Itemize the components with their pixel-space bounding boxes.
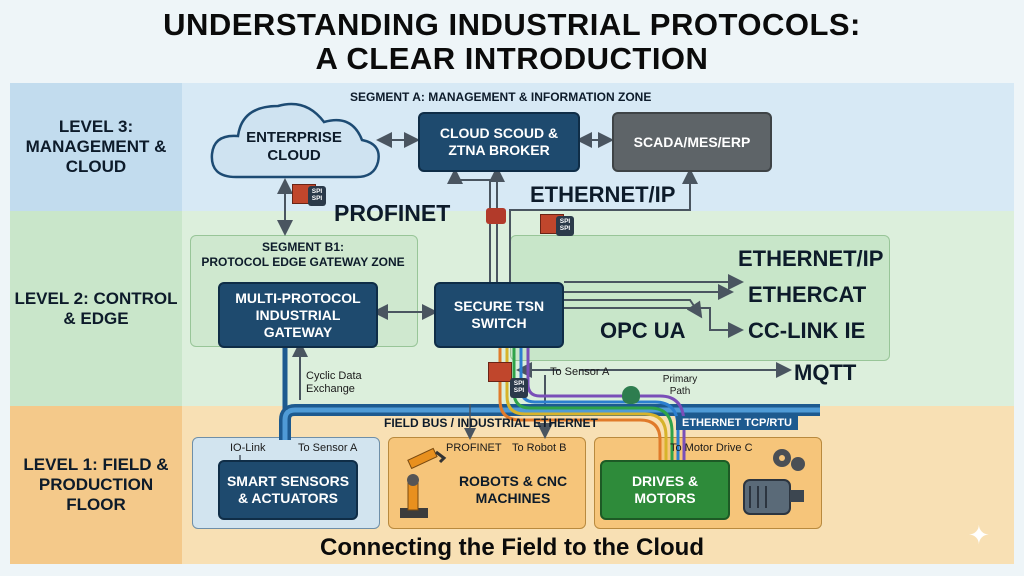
cloud-ztna-broker[interactable]: CLOUD SCOUD & ZTNA BROKER <box>418 112 580 172</box>
level-1-label: LEVEL 1: FIELD & PRODUCTION FLOOR <box>10 406 182 564</box>
secure-tsn-switch[interactable]: SECURE TSN SWITCH <box>434 282 564 348</box>
level-2-label: LEVEL 2: CONTROL & EDGE <box>10 211 182 406</box>
motor-gear-icon <box>743 449 805 515</box>
scada-mes-erp[interactable]: SCADA/MES/ERP <box>612 112 772 172</box>
cc-link-label: CC-LINK IE <box>748 318 866 343</box>
field-bus-label: FIELD BUS / INDUSTRIAL ETHERNET <box>384 416 598 430</box>
profinet-label: PROFINET <box>334 200 451 226</box>
cloud-icon <box>210 102 380 179</box>
segment-b1-line1: SEGMENT B1: <box>261 240 344 254</box>
profinet-small-label: PROFINET <box>446 442 502 454</box>
smart-sensors-actuators[interactable]: SMART SENSORS & ACTUATORS <box>218 460 358 520</box>
opc-ua-label: OPC UA <box>600 318 686 343</box>
segment-b1-label: SEGMENT B1: PROTOCOL EDGE GATEWAY ZONE <box>190 240 416 270</box>
primary-path-label: Primary Path <box>662 374 698 397</box>
segment-a-label: SEGMENT A: MANAGEMENT & INFORMATION ZONE <box>350 90 652 104</box>
robots-cnc-machines[interactable]: ROBOTS & CNC MACHINES <box>458 473 568 506</box>
title-line-1: UNDERSTANDING INDUSTRIAL PROTOCOLS: <box>163 7 861 42</box>
enterprise-cloud[interactable]: ENTERPRISE CLOUD <box>246 129 342 164</box>
ethercat-label: ETHERCAT <box>748 282 867 307</box>
to-sensor-a-mid-label: To Sensor A <box>550 366 610 378</box>
eye-icon <box>486 208 506 224</box>
multi-protocol-gateway[interactable]: MULTI-PROTOCOL INDUSTRIAL GATEWAY <box>218 282 378 348</box>
footer-caption: Connecting the Field to the Cloud <box>320 534 704 561</box>
protocol-zone <box>510 235 890 361</box>
drives-motors[interactable]: DRIVES & MOTORS <box>600 460 730 520</box>
ethernet-ip-label: ETHERNET/IP <box>738 246 884 271</box>
firewall-icon <box>488 362 512 382</box>
cyclic-data-label: Cyclic Data Exchange <box>306 370 362 395</box>
mqtt-label: MQTT <box>794 360 857 385</box>
to-sensor-a-label: To Sensor A <box>298 442 358 454</box>
ethernet-tcp-label: ETHERNET TCP/RTU <box>676 416 798 430</box>
level-3-label: LEVEL 3: MANAGEMENT & CLOUD <box>10 83 182 211</box>
ethernet-ip-top-label: ETHERNET/IP <box>530 182 676 207</box>
io-link-label: IO-Link <box>230 442 266 454</box>
title-line-2: A CLEAR INTRODUCTION <box>315 41 709 76</box>
shield-icon <box>622 386 640 404</box>
robot-arm-icon <box>400 447 447 518</box>
to-motor-c-label: To Motor Drive C <box>670 442 753 454</box>
segment-b1-line2: PROTOCOL EDGE GATEWAY ZONE <box>201 255 405 269</box>
sparkle-icon: ✦ <box>968 520 990 550</box>
to-robot-b-label: To Robot B <box>512 442 567 454</box>
